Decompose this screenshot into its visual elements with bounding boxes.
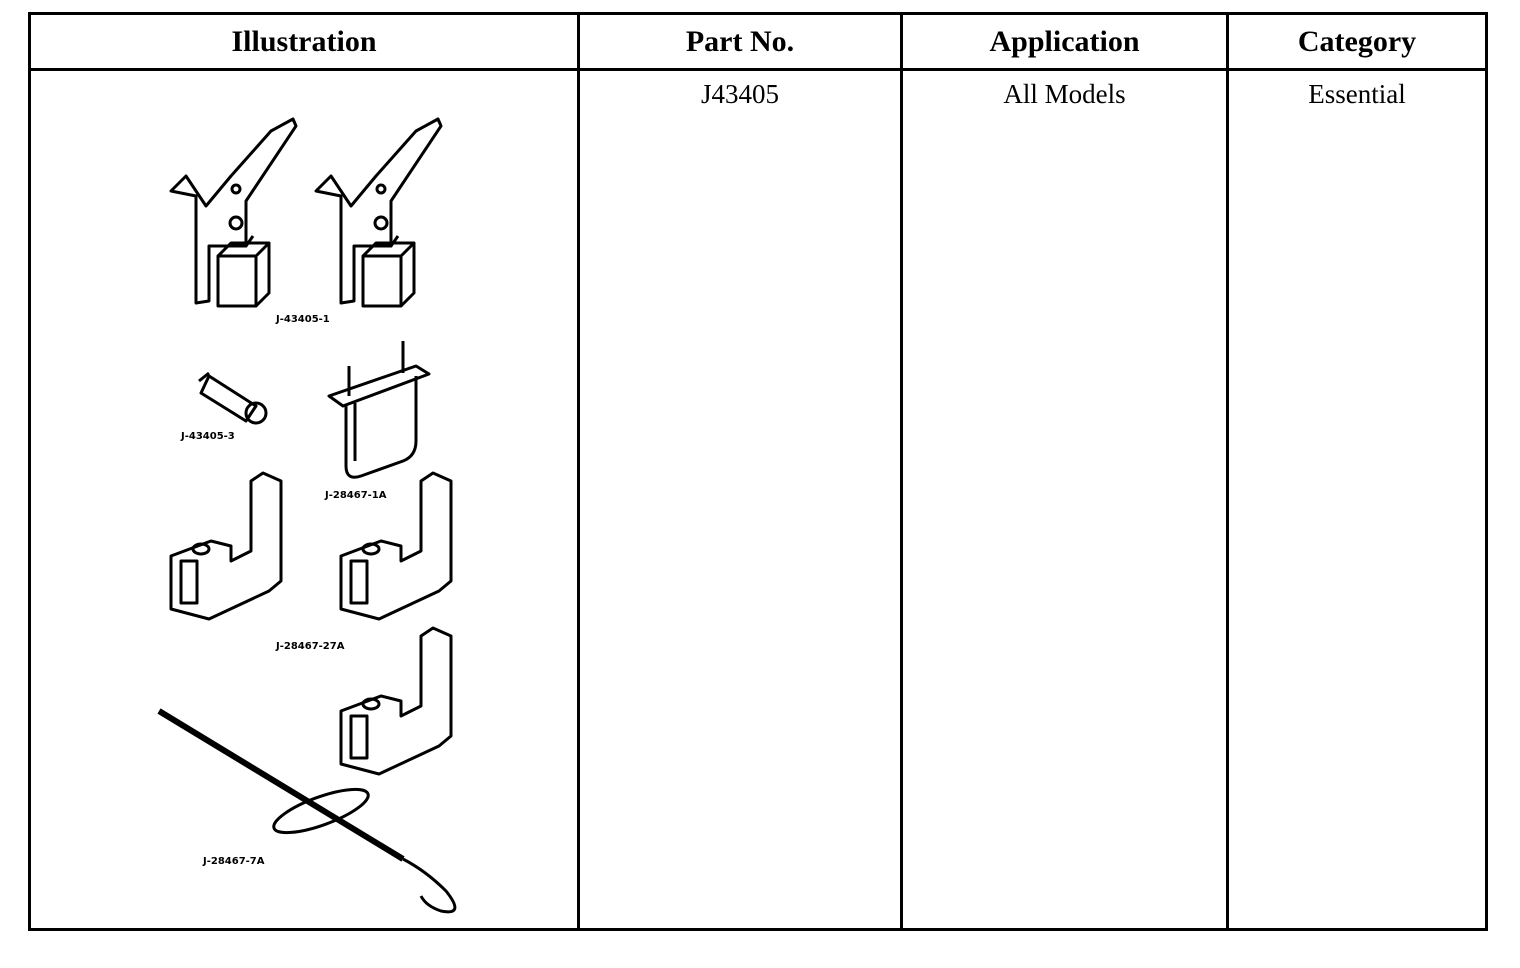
label-bracket: J-28467-1A	[324, 490, 387, 501]
holder-tool-drawing	[169, 117, 298, 308]
holder-tool-drawing	[314, 117, 443, 308]
cell-illustration: J-43405-1 J-43405-3 J-28467-1A J-28467-2…	[31, 71, 577, 928]
pin-tool-drawing	[198, 371, 268, 425]
block-tool-drawing	[339, 626, 453, 776]
bracket-tool-drawing	[327, 341, 431, 479]
cell-category: Essential	[1308, 79, 1406, 109]
block-tool-drawing	[339, 471, 453, 621]
header-illustration: Illustration	[231, 24, 377, 58]
header-application: Application	[989, 24, 1140, 58]
tool-illustration: J-43405-1 J-43405-3 J-28467-1A J-28467-2…	[157, 117, 457, 914]
cell-application: All Models	[1003, 79, 1126, 109]
column-divider	[1226, 15, 1229, 928]
label-hook: J-28467-7A	[202, 856, 265, 867]
label-holder: J-43405-1	[275, 314, 330, 325]
hook-tool-drawing	[157, 708, 457, 914]
table-header-row: Illustration Part No. Application Catego…	[31, 15, 1485, 71]
label-pin: J-43405-3	[180, 431, 235, 442]
column-divider	[900, 15, 903, 928]
header-part-no: Part No.	[685, 24, 795, 58]
header-category: Category	[1297, 24, 1417, 58]
block-tool-drawing	[169, 471, 283, 621]
column-divider	[577, 15, 580, 928]
tool-table: Illustration Part No. Application Catego…	[28, 12, 1488, 931]
cell-part-no: J43405	[700, 79, 779, 109]
label-blocks: J-28467-27A	[275, 641, 345, 652]
